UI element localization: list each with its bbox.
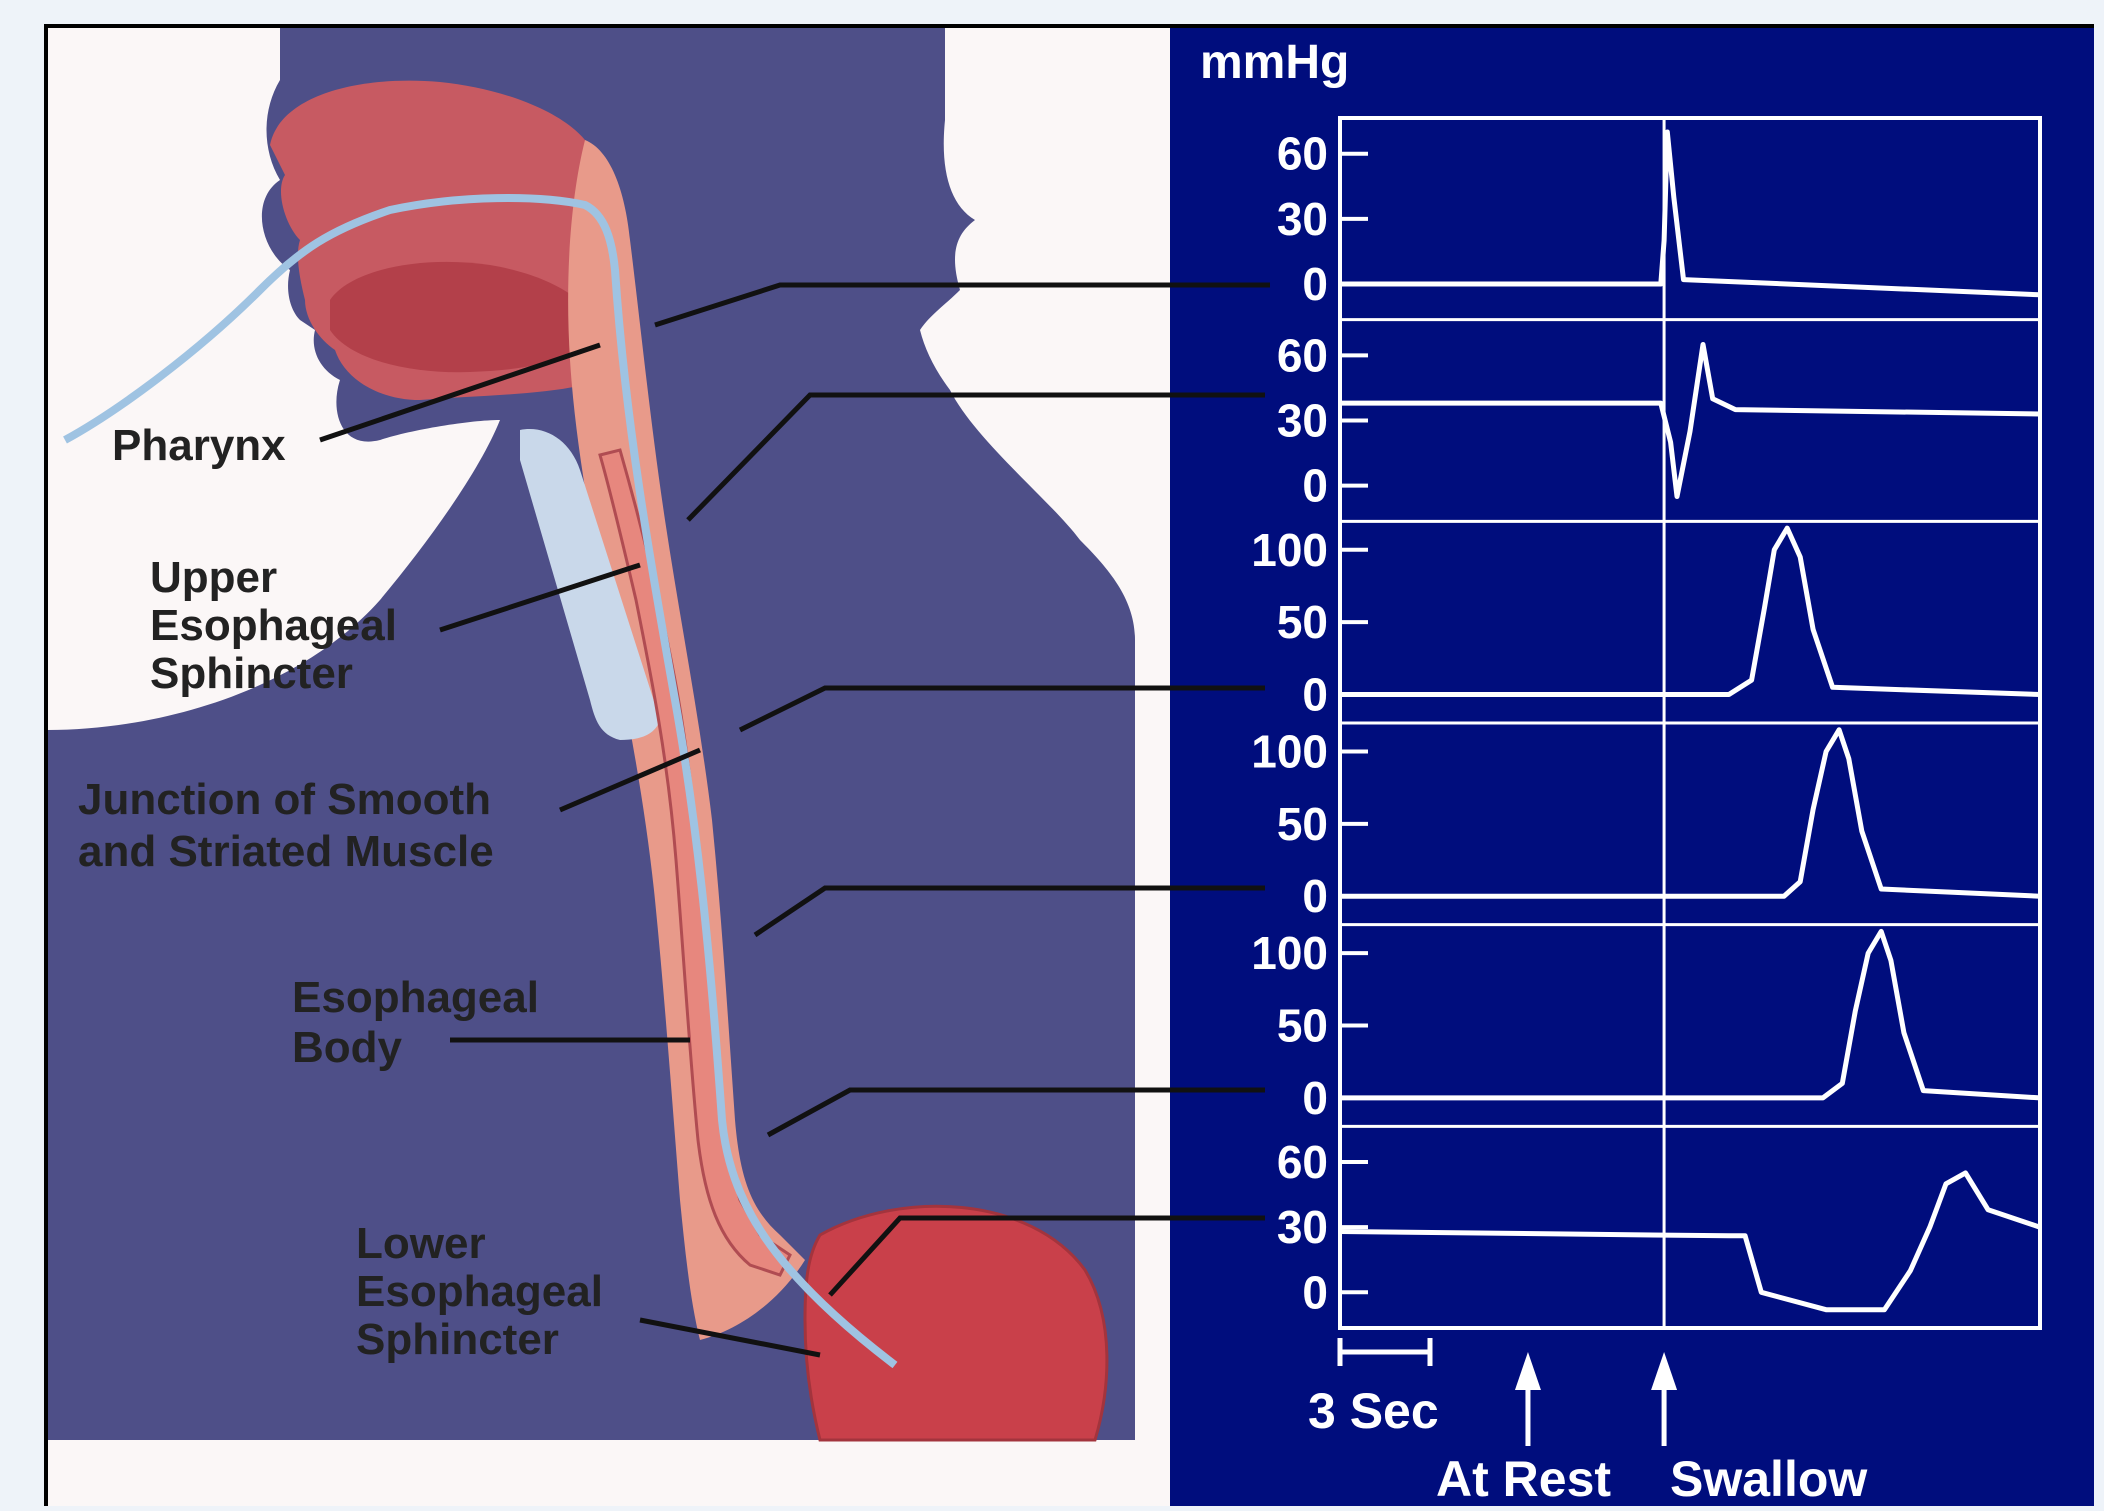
svg-text:and Striated Muscle: and Striated Muscle <box>78 827 494 876</box>
y-tick-label: 30 <box>1277 1201 1328 1253</box>
y-tick-label: 30 <box>1277 395 1328 447</box>
svg-text:Upper: Upper <box>150 553 277 602</box>
y-tick-label: 0 <box>1302 460 1328 512</box>
y-tick-label: 100 <box>1251 725 1328 777</box>
svg-text:Esophageal: Esophageal <box>292 973 539 1022</box>
label-ues-line1: Upper <box>150 553 277 602</box>
y-tick-label: 0 <box>1302 1266 1328 1318</box>
label-les-line1: Lower <box>356 1219 486 1268</box>
label-pharynx: Pharynx <box>112 421 286 470</box>
scale-bar-label: 3 Sec <box>1308 1383 1439 1439</box>
y-tick-label: 0 <box>1302 669 1328 721</box>
at-rest-label: At Rest <box>1436 1451 1611 1506</box>
label-ues-line3: Sphincter <box>150 649 353 698</box>
y-tick-label: 30 <box>1277 193 1328 245</box>
svg-text:Body: Body <box>292 1023 403 1072</box>
label-les-line2: Esophageal <box>356 1267 603 1316</box>
label-les-line3: Sphincter <box>356 1315 559 1364</box>
label-junction-line2: and Striated Muscle <box>78 827 494 876</box>
y-tick-label: 50 <box>1277 1000 1328 1052</box>
svg-text:Pharynx: Pharynx <box>112 421 286 470</box>
unit-label: mmHg <box>1200 36 1349 89</box>
y-tick-label: 0 <box>1302 1072 1328 1124</box>
svg-text:Esophageal: Esophageal <box>356 1267 603 1316</box>
y-tick-label: 50 <box>1277 596 1328 648</box>
svg-text:Sphincter: Sphincter <box>150 649 353 698</box>
swallow-label: Swallow <box>1670 1451 1867 1506</box>
svg-text:Lower: Lower <box>356 1219 486 1268</box>
label-junction-line1: Junction of Smooth <box>78 775 491 824</box>
svg-text:Esophageal: Esophageal <box>150 601 397 650</box>
label-body-line1: Esophageal <box>292 973 539 1022</box>
svg-text:Junction of Smooth: Junction of Smooth <box>78 775 491 824</box>
svg-text:Sphincter: Sphincter <box>356 1315 559 1364</box>
y-tick-label: 60 <box>1277 1136 1328 1188</box>
label-ues-line2: Esophageal <box>150 601 397 650</box>
y-tick-label: 100 <box>1251 524 1328 576</box>
y-tick-label: 100 <box>1251 927 1328 979</box>
y-tick-label: 0 <box>1302 258 1328 310</box>
y-tick-label: 50 <box>1277 798 1328 850</box>
label-body-line2: Body <box>292 1023 403 1072</box>
y-tick-label: 0 <box>1302 870 1328 922</box>
y-tick-label: 60 <box>1277 329 1328 381</box>
y-tick-label: 60 <box>1277 128 1328 180</box>
